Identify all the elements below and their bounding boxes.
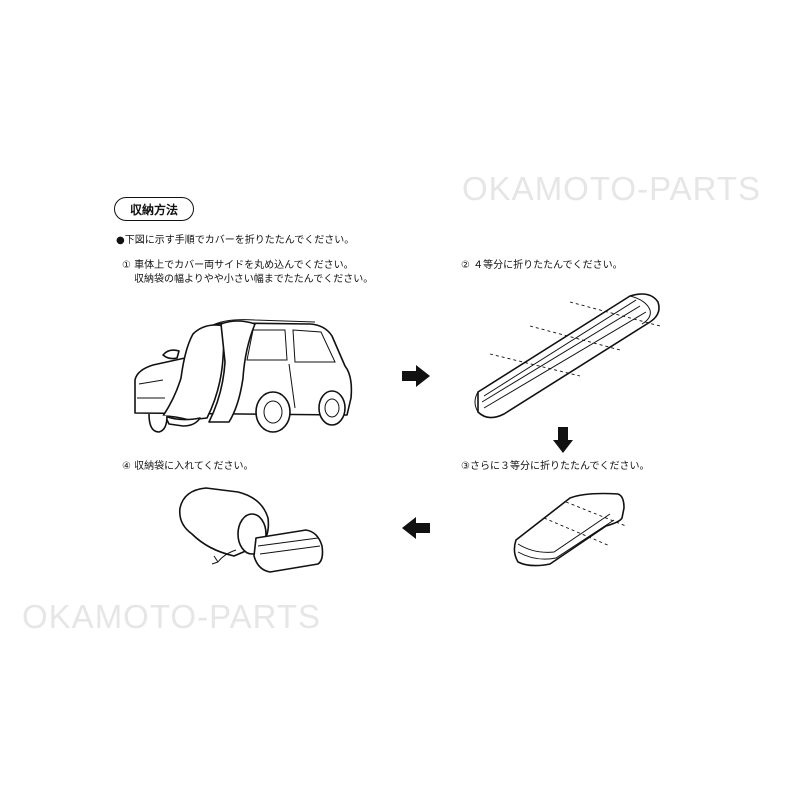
section-title-label: 収納方法 [129,202,178,217]
step4-text: ④ 収納袋に入れてください。 [122,461,254,472]
right-arrow-icon [402,365,430,387]
section-title: 収納方法 [114,197,194,221]
folded-strip-illustration [474,293,661,419]
step2-text: ② ４等分に折りたたんでください。 [461,260,623,271]
watermark-bottom: OKAMOTO-PARTS [22,598,322,635]
step1-line1: ① 車体上でカバー両サイドを丸め込んでください。 [122,260,354,271]
folded-block-illustration [513,492,627,567]
left-arrow-icon [402,517,430,539]
step1-line2: 収納袋の幅よりやや小さい幅までたたんでください。 [134,274,374,285]
down-arrow-icon [553,427,573,453]
car-cover-illustration [134,319,353,433]
intro-text: ●下図に示す手順でカバーを折りたたんでください。 [116,235,355,246]
storage-bag-illustration [178,487,324,573]
watermark-top: OKAMOTO-PARTS [462,170,762,207]
step3-text: ③さらに３等分に折りたたんでください。 [461,461,650,472]
